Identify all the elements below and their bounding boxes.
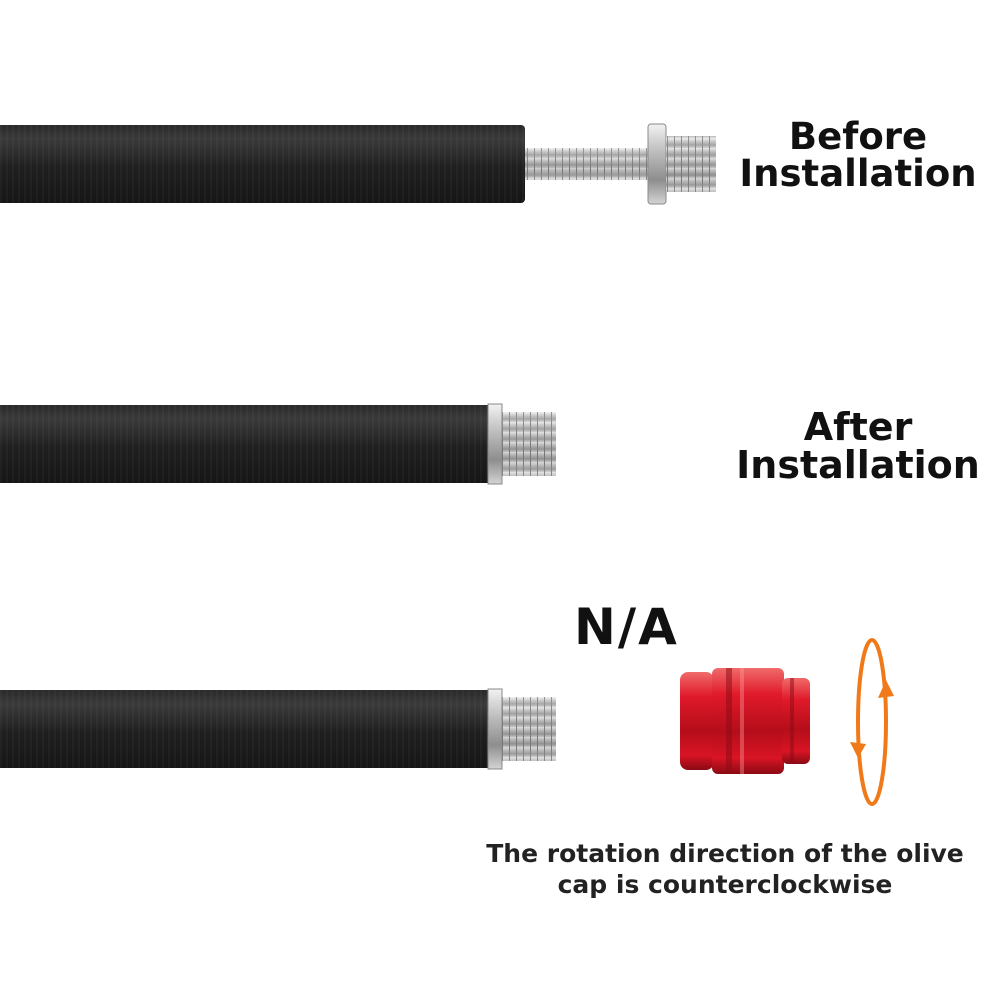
counterclockwise-rotation-icon	[850, 638, 894, 806]
after-line1: After	[803, 405, 913, 449]
na-label: N/A	[574, 598, 679, 656]
rotation-caption: The rotation direction of the olive cap …	[470, 838, 980, 901]
before-line1: Before	[788, 115, 928, 158]
brake-hose-na	[0, 690, 495, 768]
after-line2: Installation	[736, 443, 980, 487]
before-installation-label: Before Installation	[728, 118, 988, 192]
before-line2: Installation	[739, 152, 977, 195]
brake-hose-before	[0, 125, 525, 203]
after-installation-label: After Installation	[728, 408, 988, 484]
brake-hose-after	[0, 405, 495, 483]
caption-line1: The rotation direction of the olive	[486, 839, 964, 868]
bolt-fitting-icon	[525, 123, 716, 205]
threaded-end-icon	[487, 403, 556, 485]
threaded-end-icon-na	[487, 688, 556, 770]
olive-cap-icon	[680, 668, 810, 774]
caption-line2: cap is counterclockwise	[557, 870, 893, 900]
